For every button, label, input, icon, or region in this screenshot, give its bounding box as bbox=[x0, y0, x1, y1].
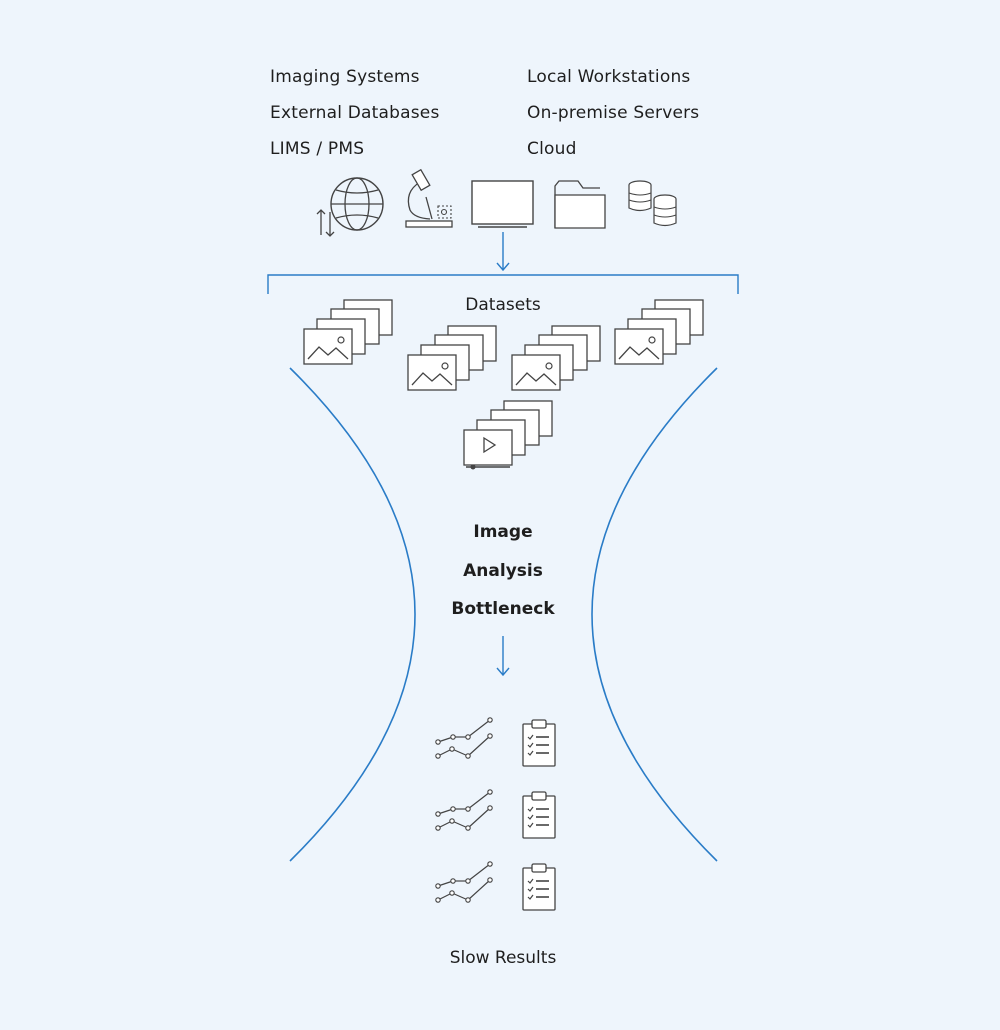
results-label: Slow Results bbox=[449, 948, 557, 968]
source-cloud: Cloud bbox=[527, 139, 577, 159]
video-stack-icon bbox=[463, 400, 553, 470]
source-local-workstations: Local Workstations bbox=[527, 67, 691, 87]
folder-icon bbox=[554, 180, 606, 229]
source-on-premise-servers: On-premise Servers bbox=[527, 103, 700, 123]
checklist-icon bbox=[522, 863, 556, 911]
image-stack-icon bbox=[511, 325, 601, 391]
checklist-icon bbox=[522, 791, 556, 839]
line-chart-icon bbox=[435, 717, 493, 759]
arrow-down-icon bbox=[496, 636, 510, 677]
bottleneck-line-3: Bottleneck bbox=[451, 599, 555, 619]
bottleneck-line-1: Image bbox=[473, 522, 533, 542]
line-chart-icon bbox=[435, 861, 493, 903]
microscope-icon bbox=[405, 168, 453, 228]
datasets-bracket bbox=[267, 274, 739, 294]
source-imaging-systems: Imaging Systems bbox=[270, 67, 420, 87]
source-lims-pms: LIMS / PMS bbox=[270, 139, 365, 159]
datasets-label: Datasets bbox=[465, 295, 541, 315]
image-stack-icon bbox=[407, 325, 497, 391]
bottleneck-left-arc bbox=[289, 367, 416, 862]
arrow-down-icon bbox=[496, 232, 510, 272]
bottleneck-line-2: Analysis bbox=[463, 561, 543, 581]
monitor-icon bbox=[471, 180, 534, 228]
image-stack-icon bbox=[614, 299, 704, 365]
line-chart-icon bbox=[435, 789, 493, 831]
image-stack-icon bbox=[303, 299, 393, 365]
bottleneck-right-arc bbox=[591, 367, 718, 862]
globe-sync-icon bbox=[316, 177, 384, 237]
checklist-icon bbox=[522, 719, 556, 767]
database-icon bbox=[628, 180, 677, 227]
source-external-databases: External Databases bbox=[270, 103, 440, 123]
